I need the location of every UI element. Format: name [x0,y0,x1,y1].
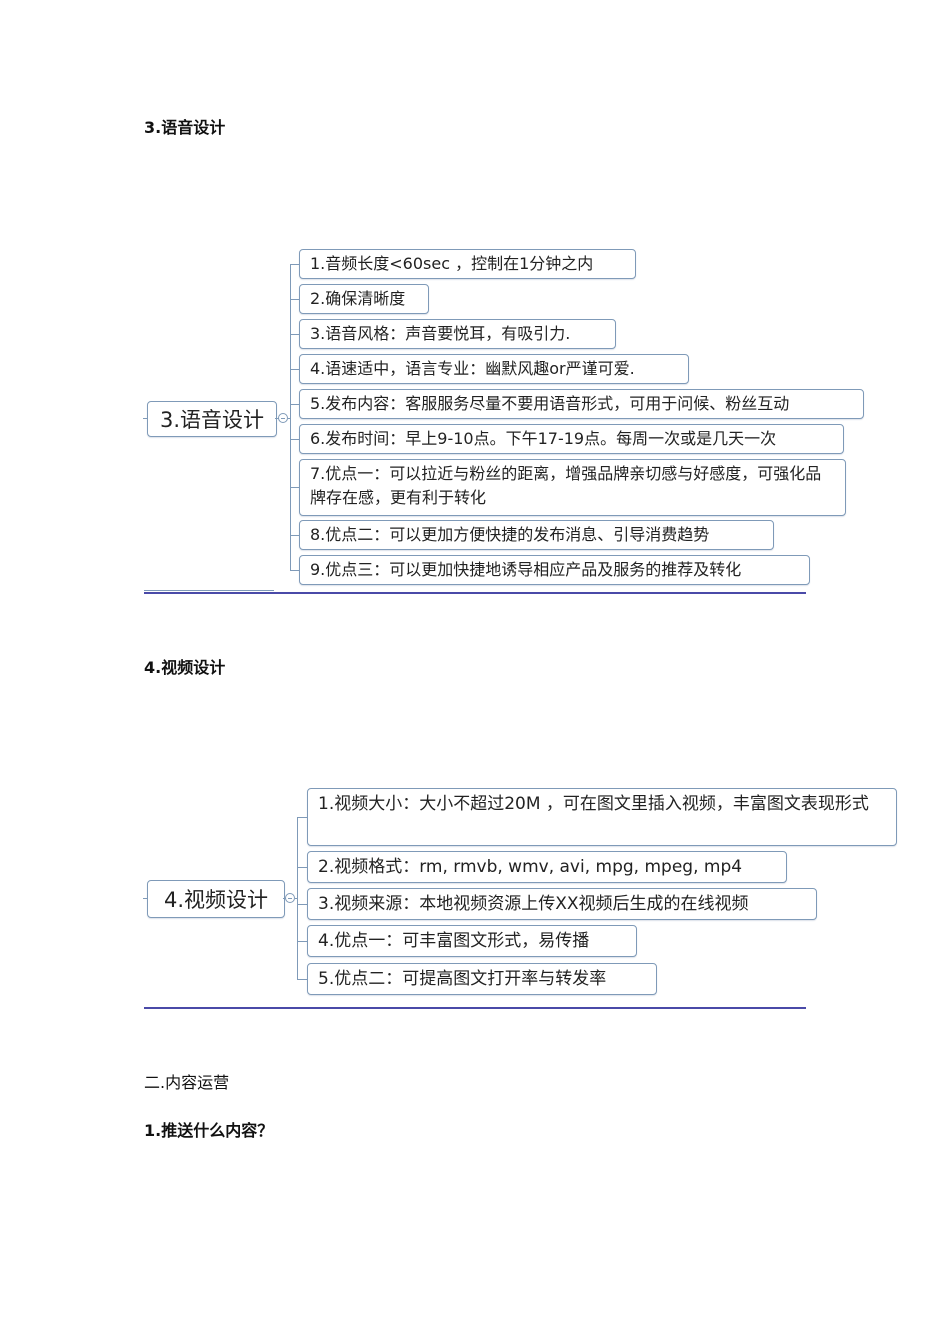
mindmap-node-5[interactable]: 5.发布内容：客服服务尽量不要用语音形式，可用于问候、粉丝互动 [299,389,864,419]
mindmap-node-4[interactable]: 4.优点一：可丰富图文形式，易传播 [307,925,637,957]
mindmap-node-2[interactable]: 2.确保清晰度 [299,284,429,314]
mindmap-node-4[interactable]: 4.语速适中，语言专业：幽默风趣or严谨可爱. [299,354,689,384]
mindmap-node-1[interactable]: 1.音频长度<60sec ，控制在1分钟之内 [299,249,636,279]
mindmap-node-5[interactable]: 5.优点二：可提高图文打开率与转发率 [307,963,657,995]
branch-tick [297,817,307,818]
branch-tick [290,369,299,370]
mindmap-node-3[interactable]: 3.语音风格：声音要悦耳，有吸引力. [299,319,616,349]
mindmap-node-7[interactable]: 7.优点一：可以拉近与粉丝的距离，增强品牌亲切感与好感度，可强化品牌存在感，更有… [299,459,846,516]
branch-tick [290,487,299,488]
branch-tick [297,904,307,905]
root-lead-line [143,418,147,419]
branch-tick [290,570,299,571]
branch-tick [290,334,299,335]
branch-tick [290,404,299,405]
branch-tick [290,264,299,265]
branch-tick [297,941,307,942]
spine-connector [288,418,291,419]
section-divider [144,592,806,594]
branch-tick [297,979,307,980]
section-heading-video-design: 4.视频设计 [144,658,226,677]
branch-spine [297,817,298,980]
subheading-what-to-push: 1.推送什么内容？ [144,1121,274,1140]
root-connector [283,898,286,899]
collapse-toggle-icon[interactable] [285,893,295,903]
section-divider [144,1007,806,1009]
branch-spine [290,264,291,571]
mindmap-node-6[interactable]: 6.发布时间：早上9-10点。下午17-19点。每周一次或是几天一次 [299,424,844,454]
branch-tick [290,439,299,440]
root-lead-line [143,898,147,899]
mindmap-node-1[interactable]: 1.视频大小：大小不超过20M ，可在图文里插入视频，丰富图文表现形式 [307,788,897,846]
mindmap-node-9[interactable]: 9.优点三：可以更加快捷地诱导相应产品及服务的推荐及转化 [299,555,810,585]
mindmap-root-voice-design[interactable]: 3.语音设计 [147,401,277,437]
branch-tick [297,867,307,868]
mindmap-node-8[interactable]: 8.优点二：可以更加方便快捷的发布消息、引导消费趋势 [299,520,774,550]
branch-tick [290,535,299,536]
mindmap-node-3[interactable]: 3.视频来源：本地视频资源上传XX视频后生成的在线视频 [307,888,817,920]
section-heading-content-operations: 二.内容运营 [144,1073,230,1092]
mindmap-root-video-design[interactable]: 4.视频设计 [147,880,285,918]
section-heading-voice-design: 3.语音设计 [144,118,226,137]
branch-tick [290,299,299,300]
divider-short [144,590,274,591]
spine-connector [295,898,298,899]
root-connector [275,418,279,419]
collapse-toggle-icon[interactable] [278,413,288,423]
mindmap-node-2[interactable]: 2.视频格式：rm, rmvb, wmv, avi, mpg, mpeg, mp… [307,851,787,883]
